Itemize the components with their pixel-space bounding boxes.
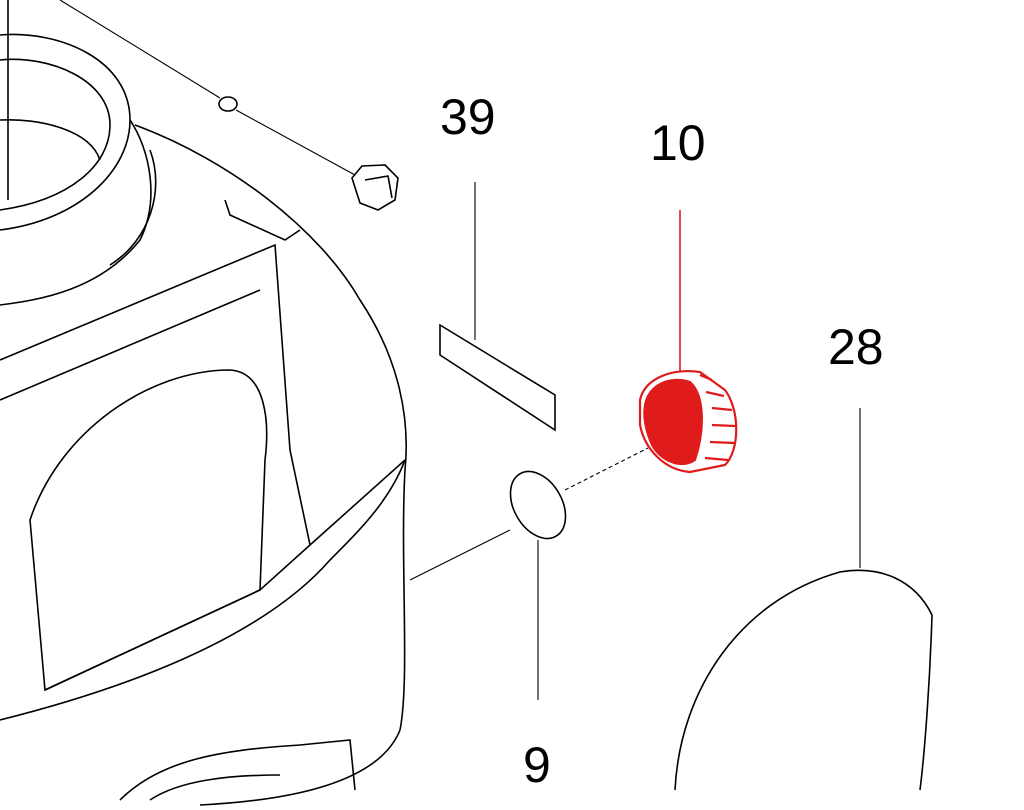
callout-9: 9 (523, 737, 551, 793)
part-28-cover (674, 408, 933, 791)
callout-10: 10 (650, 115, 706, 171)
part-10-cap-nut (564, 210, 738, 491)
housing (0, 0, 407, 806)
callout-39: 39 (440, 89, 496, 145)
bolt-assembly (59, 0, 399, 211)
callout-28: 28 (828, 319, 884, 375)
part-39-label-sticker (439, 182, 556, 432)
part-9-disc (409, 470, 567, 700)
